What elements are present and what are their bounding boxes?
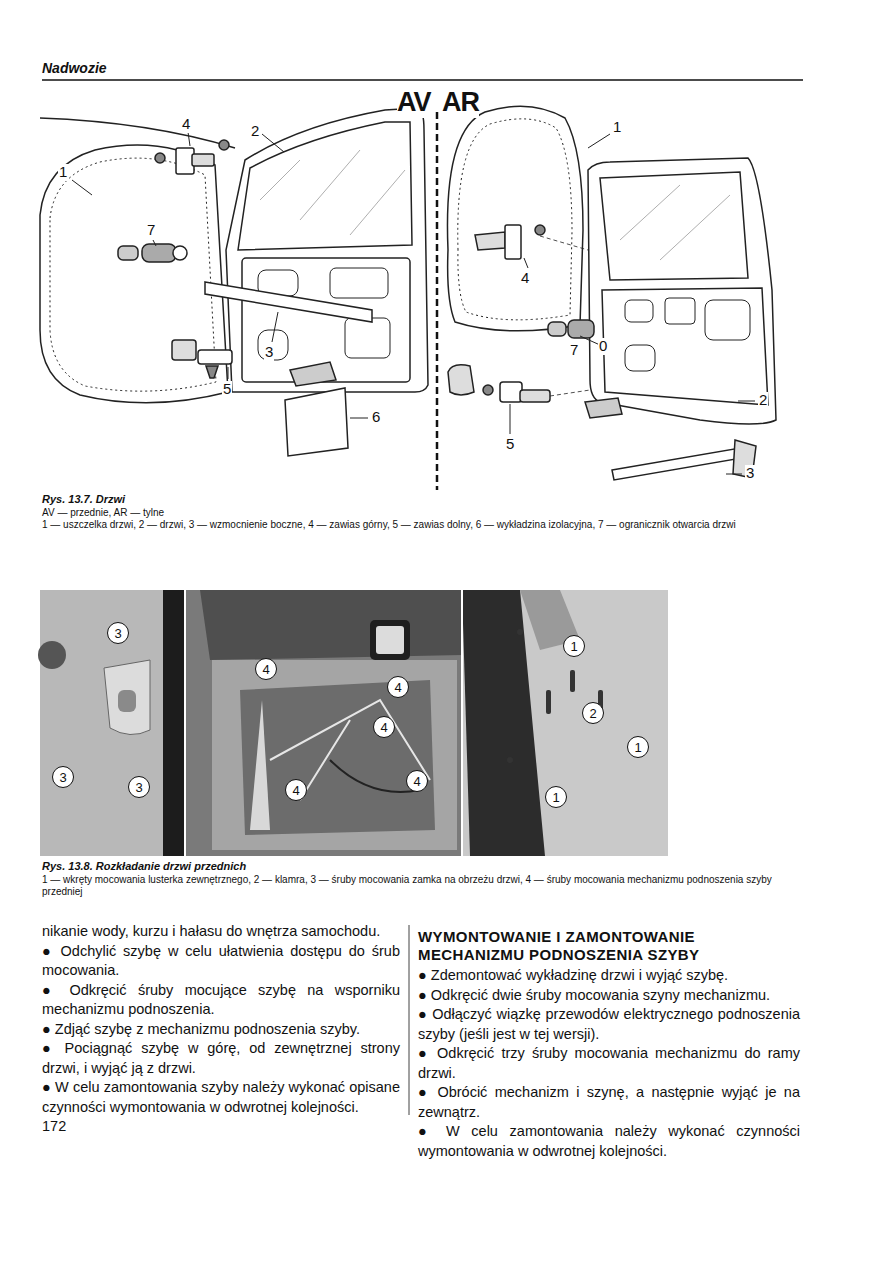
bullet-item: ● Odkręcić trzy śruby mocowania mechaniz…	[418, 1044, 800, 1083]
page-number: 172	[42, 1117, 893, 1137]
callout-number: 3	[59, 771, 66, 784]
callout-number: 1	[612, 119, 622, 136]
callout-circle: 4	[285, 779, 307, 801]
callout-number: 1	[634, 741, 641, 754]
callout-number: 4	[413, 775, 420, 788]
bullet-item: ● W celu zamontowania należy wykonać czy…	[418, 1122, 800, 1161]
callout-number: 3	[114, 627, 121, 640]
callout-circle: 4	[373, 716, 395, 738]
callout-number: 4	[181, 116, 191, 133]
callout-number: 7	[146, 222, 156, 239]
callout-number: 1	[570, 640, 577, 653]
section-heading: WYMONTOWANIE I ZAMONTOWANIE MECHANIZMU P…	[418, 928, 800, 964]
figure-caption: Rys. 13.7. Drzwi	[42, 493, 125, 505]
callout-circle: 2	[582, 702, 604, 724]
callout-circle: 3	[107, 622, 129, 644]
bullet-item: ● Pociągnąć szybę w górę, od zewnętrznej…	[42, 1039, 400, 1078]
callout-number: 4	[292, 784, 299, 797]
callout-number: 6	[371, 409, 381, 426]
callout-number: 3	[264, 344, 274, 361]
running-head: Nadwozie	[42, 60, 107, 76]
callout-circle: 4	[406, 770, 428, 792]
figure-legend: AV — przednie, AR — tylne	[42, 507, 802, 519]
bullet-item: ● Obrócić mechanizm i szynę, a następnie…	[418, 1083, 800, 1122]
callout-number: 5	[505, 436, 515, 453]
callout-circle: 4	[255, 658, 277, 680]
bullet-item: ● Odkręcić śruby mocujące szybę na wspor…	[42, 981, 400, 1020]
callout-number: 0	[598, 338, 608, 355]
callout-number: 4	[380, 721, 387, 734]
view-label: AV	[397, 88, 431, 118]
view-label: AR	[442, 88, 479, 118]
callout-number: 4	[520, 270, 530, 287]
callout-number: 2	[250, 123, 260, 140]
bullet-item: ● Zdemontować wykładzinę drzwi i wyjąć s…	[418, 966, 800, 986]
bullet-item: ● Odchylić szybę w celu ułatwienia dostę…	[42, 942, 400, 981]
callout-number: 2	[589, 707, 596, 720]
callout-number: 3	[745, 465, 755, 482]
callout-number: 5	[222, 381, 232, 398]
front-door-drawing	[40, 108, 428, 456]
callout-number: 1	[552, 791, 559, 804]
callout-number: 1	[58, 164, 68, 181]
callout-circle: 4	[387, 676, 409, 698]
callout-circle: 1	[627, 736, 649, 758]
callout-number: 4	[262, 663, 269, 676]
photo-panels	[38, 590, 668, 856]
callout-circle: 3	[52, 766, 74, 788]
callout-number: 3	[135, 781, 142, 794]
callout-number: 4	[394, 681, 401, 694]
text-column: WYMONTOWANIE I ZAMONTOWANIE MECHANIZMU P…	[418, 928, 800, 1161]
bullet-item: ● Zdjąć szybę z mechanizmu podnoszenia s…	[42, 1020, 400, 1040]
figure-legend: 1 — wkręty mocowania lusterka zewnętrzne…	[42, 874, 802, 898]
callout-number: 7	[569, 342, 579, 359]
callout-circle: 1	[563, 635, 585, 657]
callout-circle: 3	[128, 776, 150, 798]
bullet-item: ● Odłączyć wiązkę przewodów elektryczneg…	[418, 1005, 800, 1044]
figure-legend: 1 — uszczelka drzwi, 2 — drzwi, 3 — wzmo…	[42, 519, 802, 531]
figure-caption: Rys. 13.8. Rozkładanie drzwi przednich	[42, 860, 246, 872]
bullet-item: ● W celu zamontowania szyby należy wykon…	[42, 1078, 400, 1117]
bullet-item: ● Odkręcić dwie śruby mocowania szyny me…	[418, 986, 800, 1006]
rear-door-drawing	[447, 106, 776, 480]
callout-circle: 1	[545, 786, 567, 808]
text-column: nikanie wody, kurzu i hałasu do wnętrza …	[42, 922, 400, 1117]
callout-number: 2	[758, 392, 768, 409]
body-paragraph: nikanie wody, kurzu i hałasu do wnętrza …	[42, 922, 400, 942]
